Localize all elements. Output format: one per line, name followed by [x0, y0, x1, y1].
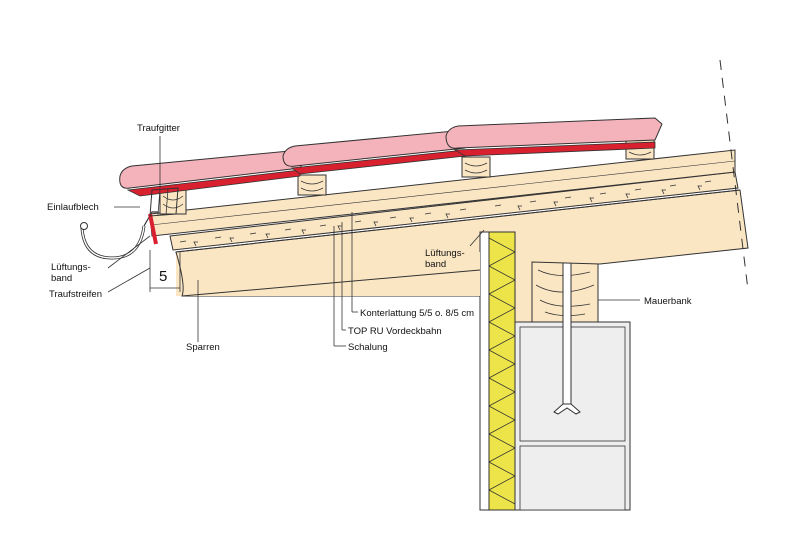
- label-lueftungsband-left-line1: Lüftungs-: [51, 262, 91, 273]
- masonry-block: [514, 321, 631, 511]
- gutter: [80, 211, 158, 260]
- roof-tiles: [119, 117, 663, 197]
- label-sparren: Sparren: [186, 342, 220, 353]
- schalung-boards: [169, 171, 739, 251]
- label-traufstreifen: Traufstreifen: [49, 289, 102, 300]
- label-lueftungsband-left-line2: band: [51, 273, 72, 284]
- traufgitter-grid: [149, 187, 179, 217]
- sparren-rafter: [175, 189, 749, 323]
- label-mauerbank: Mauerbank: [644, 296, 692, 307]
- wall-insulation: [479, 231, 516, 511]
- dimension-value: 5: [159, 268, 167, 285]
- label-top-ru-vordeckbahn: TOP RU Vordeckbahn: [348, 326, 442, 337]
- label-konterlattung: Konterlattung 5/5 o. 8/5 cm: [360, 308, 474, 319]
- label-schalung: Schalung: [348, 342, 388, 353]
- label-traufgitter: Traufgitter: [137, 123, 180, 134]
- label-lueftungsband-right-line1: Lüftungs-: [425, 248, 465, 259]
- label-einlaufblech: Einlaufblech: [47, 202, 99, 213]
- label-lueftungsband-right-line2: band: [425, 259, 446, 270]
- leader-lines: [107, 59, 749, 347]
